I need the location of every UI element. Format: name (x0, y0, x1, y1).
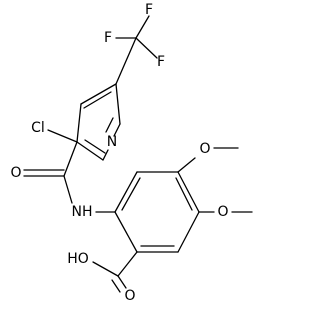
bond-c3-o-methoxy-top (177, 157, 196, 173)
bond-ring-to-cf3 (115, 37, 137, 85)
bond-pyridine-c5-c4 (80, 83, 117, 105)
bond-cf3-c-to-f-right (135, 37, 158, 59)
bond-cooh-o-double (111, 279, 121, 293)
bond-benzene-c4-c5 (177, 211, 200, 253)
bond-pyridine-n-c6-inner (105, 117, 114, 133)
bond-c2-carbonyl (63, 141, 78, 177)
bond-cf3-c-to-f-top (135, 15, 150, 39)
atom-label-oh: HO (67, 251, 89, 267)
bond-c6-cooh (117, 251, 138, 277)
atom-label-o-acid: O (124, 288, 135, 304)
bond-benzene-c3-c4-inner (175, 177, 193, 211)
bond-pyridine-c4-c3 (76, 103, 82, 143)
atom-label-f-top: F (145, 2, 153, 18)
bond-pyridine-n-c6 (113, 123, 121, 137)
atom-label-f-left: F (104, 30, 112, 46)
bond-cooh-oh (92, 261, 119, 277)
bond-cooh-o (117, 275, 127, 289)
bond-pyridine-c3-c2-inner (84, 139, 106, 154)
molecule-structure: F F F Cl N O NH O O HO O (10, 2, 253, 304)
atom-label-f-right: F (157, 54, 165, 70)
bond-benzene-c1-c2 (114, 171, 138, 213)
bond-c3-cl (47, 129, 78, 143)
bonds (23, 15, 253, 293)
atom-label-nh: NH (72, 204, 93, 220)
atom-label-o-methoxy-bottom: O (217, 204, 228, 220)
atom-label-n-pyridine: N (107, 134, 117, 150)
bond-benzene-c3-c4 (177, 171, 200, 213)
bond-benzene-c6-c1 (114, 211, 138, 253)
atom-label-cl: Cl (31, 120, 45, 136)
bond-benzene-c1-c2-inner (121, 177, 141, 211)
bond-pyridine-c3-c2 (76, 141, 104, 161)
bond-pyridine-c2-n (102, 149, 109, 161)
atom-labels: F F F Cl N O NH O O HO O (10, 2, 228, 304)
atom-label-o-amide: O (10, 165, 21, 181)
bond-carbonyl-n (63, 175, 73, 204)
atom-label-o-methoxy-top: O (199, 141, 210, 157)
bond-pyridine-c5-c4-inner (83, 91, 112, 109)
bond-pyridine-c6-c5 (115, 83, 121, 125)
